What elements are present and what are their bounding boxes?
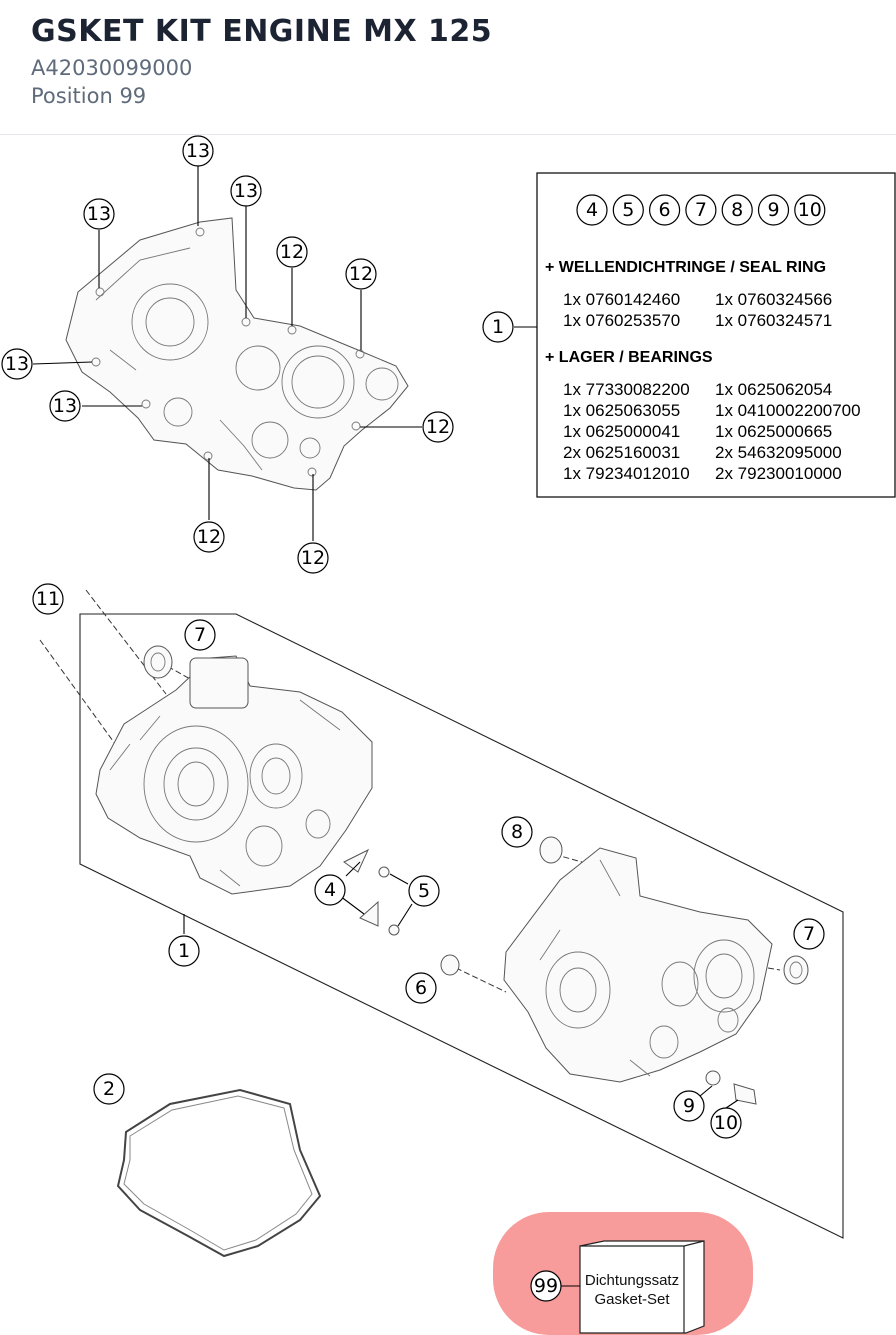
gasket-set-box-icon [579,1240,705,1334]
callout-8[interactable]: 8 [501,816,533,848]
svg-text:10: 10 [714,1112,738,1134]
callout-4[interactable]: 4 [314,874,346,906]
seal-ring-cell: 1x 0760142460 [563,290,680,309]
callout-99[interactable]: 99 [530,1270,562,1302]
seal-ring-cell: 1x 0760324571 [715,311,832,330]
right-crankcase-half [503,847,773,1083]
svg-text:13: 13 [5,353,29,375]
svg-text:6: 6 [415,977,427,999]
bearing-cell: 1x 0625063055 [563,401,680,420]
callout-2[interactable]: 2 [93,1073,125,1105]
kit-circle-label: 10 [798,199,822,221]
svg-text:4: 4 [324,879,336,901]
svg-text:8: 8 [511,821,523,843]
callout-12-c[interactable]: 12 [422,411,454,443]
bearing-cell: 1x 0410002200700 [715,401,861,420]
kit-circle-number-4[interactable]: 4 [576,194,608,226]
svg-text:7: 7 [803,923,815,945]
position-label: Position 99 [31,84,147,108]
bearing-cell: 1x 0625062054 [715,380,832,399]
svg-text:12: 12 [301,547,325,569]
bearing-cell: 2x 79230010000 [715,464,842,483]
gasket-set-label-de: Dichtungssatz [585,1272,679,1289]
svg-text:12: 12 [197,526,221,548]
gasket-set-label-en: Gasket-Set [594,1291,670,1308]
svg-text:99: 99 [534,1275,558,1297]
svg-text:1: 1 [492,316,504,338]
callout-12-d[interactable]: 12 [193,521,225,553]
gasket-part-2 [116,1088,322,1258]
callout-12-b[interactable]: 12 [345,258,377,290]
seal-ring-cell: 1x 0760253570 [563,311,680,330]
kit-circle-number-8[interactable]: 8 [721,194,753,226]
seal-ring-heading: + WELLENDICHTRINGE / SEAL RING [545,259,826,276]
kit-circle-number-9[interactable]: 9 [757,194,790,226]
callout-13-b[interactable]: 13 [83,198,115,230]
bearing-cell: 1x 79234012010 [563,464,690,483]
callout-12-e[interactable]: 12 [297,542,329,574]
right-side-small-parts [440,836,809,1109]
header: GSKET KIT ENGINE MX 125 A42030099000 Pos… [0,0,896,135]
small-parts-4-5 [339,848,413,936]
svg-text:5: 5 [418,880,430,902]
svg-text:7: 7 [194,624,206,646]
svg-text:11: 11 [36,588,60,610]
seal-ring-7-left [143,645,173,679]
left-crankcase-half [95,655,373,895]
callout-10[interactable]: 10 [710,1107,742,1139]
kit-circle-label: 6 [659,199,671,221]
callout-13-a[interactable]: 13 [182,135,214,167]
bearing-cell: 1x 0625000665 [715,422,832,441]
callout-7-left[interactable]: 7 [184,619,216,651]
svg-text:12: 12 [349,263,373,285]
kit-circle-label: 8 [731,199,743,221]
kit-circle-label: 4 [586,199,598,221]
callout-9[interactable]: 9 [673,1090,705,1122]
svg-text:2: 2 [103,1078,115,1100]
top-leaders [32,166,422,541]
bearing-cell: 2x 0625160031 [563,443,680,462]
callout-7-right[interactable]: 7 [793,918,825,950]
svg-text:13: 13 [87,203,111,225]
kit-circle-label: 9 [767,199,779,221]
bearings-heading: + LAGER / BEARINGS [545,349,713,366]
kit-circle-number-10[interactable]: 10 [794,194,826,226]
svg-text:12: 12 [280,241,304,263]
seal-ring-cell: 1x 0760324566 [715,290,832,309]
exploded-view-frame [79,613,844,1239]
gasket-set-highlight[interactable]: Dichtungssatz Gasket-Set [493,1212,753,1335]
page-title: GSKET KIT ENGINE MX 125 [31,14,493,49]
callout-1-frame[interactable]: 1 [168,935,200,967]
callout-13-e[interactable]: 13 [49,390,81,422]
callout-11[interactable]: 11 [32,583,64,615]
callout-13-c[interactable]: 13 [230,175,262,207]
kit-circle-label: 7 [695,199,707,221]
crankcase-detail-drawing [65,217,409,491]
bearing-cell: 1x 77330082200 [563,380,690,399]
kit-circle-number-6[interactable]: 6 [648,194,681,226]
svg-text:13: 13 [234,180,258,202]
svg-text:12: 12 [426,416,450,438]
callout-12-a[interactable]: 12 [276,236,308,268]
callout-13-d[interactable]: 13 [1,348,33,380]
svg-text:1: 1 [178,940,190,962]
bearing-cell: 1x 0625000041 [563,422,680,441]
part-number: A42030099000 [31,56,193,80]
callout-5[interactable]: 5 [408,875,440,907]
svg-text:9: 9 [683,1095,695,1117]
kit-circle-number-7[interactable]: 7 [685,194,717,226]
kit-circle-number-5[interactable]: 5 [612,194,644,226]
svg-text:13: 13 [186,140,210,162]
kit-circle-label: 5 [622,199,634,221]
svg-text:13: 13 [53,395,77,417]
callout-6[interactable]: 6 [405,972,437,1004]
kit-circle-numbers: 4 5 6 7 8 9 10 [576,194,826,226]
callout-1-table[interactable]: 1 [482,311,514,343]
bearing-cell: 2x 54632095000 [715,443,842,462]
